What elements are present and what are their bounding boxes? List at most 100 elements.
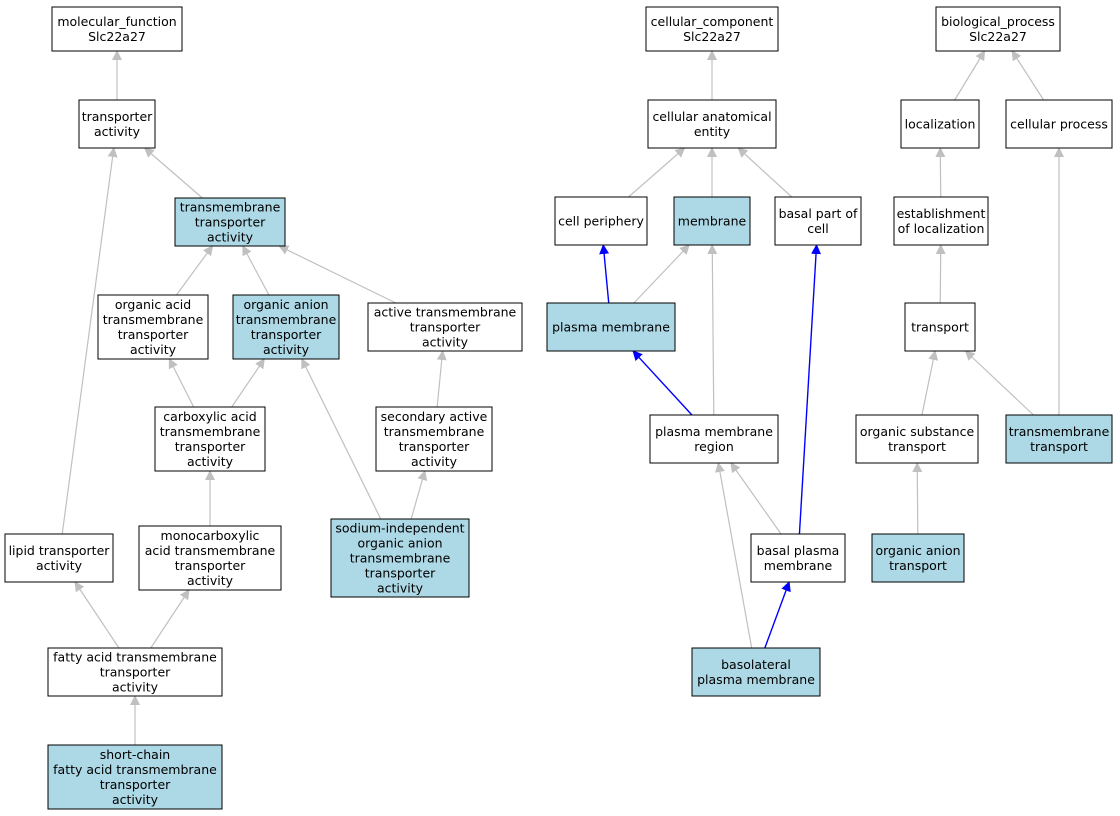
node-label-line: transporter: [399, 439, 470, 454]
node-label-line: organic substance: [860, 424, 975, 439]
node-label-line: transmembrane: [236, 312, 337, 327]
node-sectta: secondary activetransmembranetransporter…: [375, 406, 493, 472]
node-label-line: entity: [694, 124, 731, 139]
edge-pm-to-membrane: [633, 244, 690, 304]
node-box: [904, 302, 976, 352]
node-label-line: activity: [94, 124, 141, 139]
edge-pmr-to-membrane: [707, 244, 718, 416]
node-oatta: organic acidtransmembranetransporteracti…: [97, 294, 209, 360]
node-box: [154, 406, 266, 472]
edge-activetta-to-tmta: [278, 245, 397, 304]
edge-layer: [61, 50, 1064, 745]
node-label-line: transporter: [100, 777, 171, 792]
node-label-line: transmembrane: [180, 200, 281, 215]
node-label-line: transporter: [100, 665, 171, 680]
node-label-line: molecular_function: [57, 14, 176, 29]
node-label-line: cellular_component: [651, 14, 774, 29]
node-box: [893, 196, 989, 246]
node-box: [1005, 414, 1113, 464]
node-label-line: activity: [36, 558, 83, 573]
node-label-line: organic acid: [115, 297, 191, 312]
node-label-line: Slc22a27: [969, 29, 1027, 44]
node-label-line: plasma membrane: [655, 424, 773, 439]
edge-cellper-to-cae: [628, 147, 686, 198]
edge-basalpm-to-basalpart: [798, 244, 822, 535]
node-label-line: acid transmembrane: [145, 543, 276, 558]
node-box: [375, 406, 493, 472]
edge-estloc-to-loc: [935, 147, 946, 198]
node-box: [367, 302, 523, 352]
edge-loc-to-bp: [954, 50, 986, 101]
node-box: [1005, 99, 1113, 149]
node-label-line: transport: [1030, 439, 1088, 454]
node-label-line: plasma membrane: [552, 320, 670, 335]
node-box: [645, 6, 779, 52]
node-membrane: membrane: [673, 196, 751, 246]
node-label-line: organic anion: [243, 297, 328, 312]
node-cellproc: cellular process: [1005, 99, 1113, 149]
node-label-line: activity: [207, 230, 254, 245]
node-box: [935, 6, 1061, 52]
node-label-line: transporter: [195, 215, 266, 230]
node-label-line: activity: [187, 454, 234, 469]
node-label-line: transporter: [82, 109, 153, 124]
node-label-line: activity: [263, 342, 310, 357]
node-label-line: cell: [807, 221, 829, 236]
node-label-line: secondary active: [381, 409, 488, 424]
node-label-line: cellular anatomical: [652, 109, 771, 124]
node-box: [78, 99, 156, 149]
edge-transport-to-estloc: [935, 244, 946, 304]
node-pm: plasma membrane: [546, 302, 676, 352]
node-transport: transport: [904, 302, 976, 352]
node-label-line: localization: [905, 117, 976, 132]
node-label-line: organic anion: [357, 536, 442, 551]
edge-basalpart-to-cae: [737, 147, 793, 198]
node-label-line: activity: [112, 792, 159, 807]
node-layer: molecular_functionSlc22a27transporteract…: [4, 6, 1113, 810]
node-box: [871, 533, 965, 583]
node-label-line: transport: [911, 320, 969, 335]
node-label-line: transmembrane: [160, 424, 261, 439]
node-label-line: lipid transporter: [9, 543, 111, 558]
node-label-line: transporter: [410, 320, 481, 335]
edge-carbtta-to-oaniontta: [231, 358, 265, 408]
node-label-line: organic anion: [875, 543, 960, 558]
edge-pmr-to-pm: [632, 350, 693, 416]
node-box: [691, 647, 821, 697]
node-label-line: fatty acid transmembrane: [53, 650, 217, 665]
edge-tmtransport-to-transport: [964, 350, 1034, 416]
node-label-line: transporter: [118, 327, 189, 342]
edge-orgsub-to-transport: [921, 350, 939, 416]
node-box: [750, 533, 846, 583]
node-box: [649, 414, 779, 464]
node-label-line: region: [694, 439, 734, 454]
node-label-line: basolateral: [721, 657, 791, 672]
node-oaniontta: organic aniontransmembranetransporteract…: [232, 294, 340, 360]
edge-lipidta-to-ta: [61, 147, 118, 535]
node-box: [855, 414, 979, 464]
edge-fatta-to-monotta: [150, 589, 190, 649]
node-box: [647, 99, 777, 149]
node-box: [774, 196, 862, 246]
edge-cellproc-to-bp: [1011, 50, 1045, 101]
node-label-line: transporter: [251, 327, 322, 342]
node-label-line: activity: [411, 454, 458, 469]
edge-blpm-to-pmr: [715, 462, 753, 649]
node-label-line: transporter: [365, 566, 436, 581]
edge-basalpm-to-pmr: [730, 462, 782, 535]
node-label-line: plasma membrane: [697, 672, 815, 687]
edge-blpm-to-basalpm: [764, 581, 791, 649]
